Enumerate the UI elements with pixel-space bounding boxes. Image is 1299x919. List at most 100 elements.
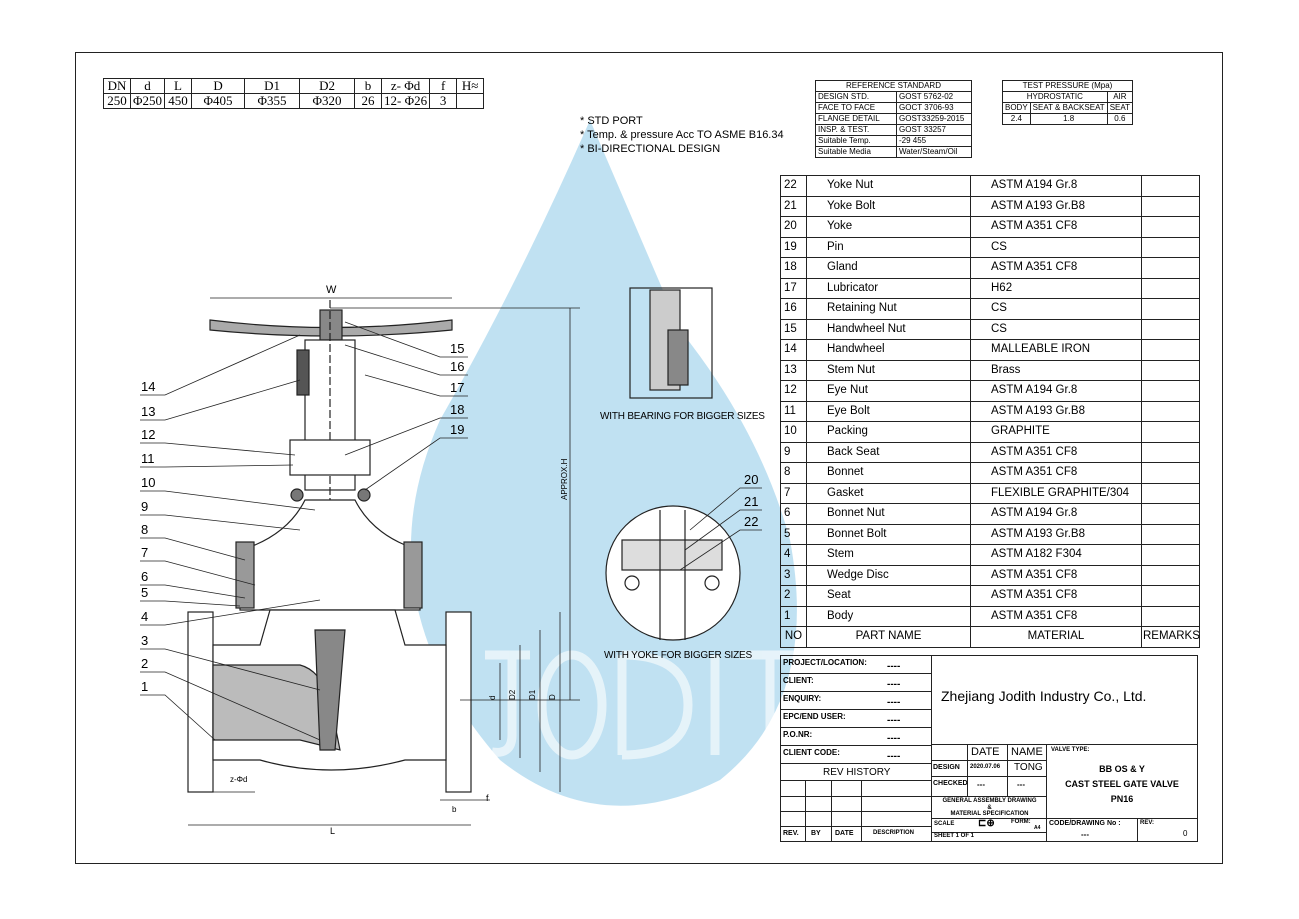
- part-name: Bonnet Nut: [806, 503, 971, 525]
- dim-label-b: b: [452, 805, 457, 814]
- title-field-label: EPC/END USER:: [783, 712, 846, 721]
- callout-6: 6: [141, 569, 149, 584]
- reference-standard-table: REFERENCE STANDARD DESIGN STD.GOST 5762-…: [815, 80, 972, 158]
- part-material: ASTM A193 Gr.B8: [970, 195, 1142, 217]
- dim-label-h: APPROX.H: [560, 458, 569, 500]
- note: * STD PORT: [580, 115, 643, 127]
- callout-1: 1: [141, 679, 149, 694]
- callout-16: 16: [450, 359, 465, 374]
- design-label: DESIGN: [933, 764, 960, 771]
- part-material: ASTM A351 CF8: [970, 605, 1142, 627]
- sheet-label: SHEET 1 OF 1: [934, 833, 975, 839]
- rev-value: 0: [1183, 829, 1188, 838]
- part-material: ASTM A351 CF8: [970, 585, 1142, 607]
- title-field-value: ----: [887, 751, 901, 762]
- checked-label: CHECKED: [933, 780, 968, 787]
- callout-18: 18: [450, 402, 465, 417]
- callout-7: 7: [141, 545, 149, 560]
- part-no: 17: [780, 277, 807, 299]
- callout-5: 5: [141, 585, 149, 600]
- bearing-detail: [629, 287, 713, 399]
- checked-date: ---: [977, 780, 985, 789]
- drawing-frame: [75, 52, 1223, 864]
- dimension-lines: [188, 297, 580, 826]
- dim-label-f: f: [486, 793, 489, 803]
- drawing-description: GENERAL ASSEMBLY DRAWING&MATERIAL SPECIF…: [942, 798, 1037, 817]
- callout-12: 12: [141, 427, 156, 442]
- caption-yoke: WITH YOKE FOR BIGGER SIZES: [604, 650, 752, 661]
- dim-label-d1: D1: [528, 689, 537, 700]
- dim-value: 26: [354, 93, 383, 109]
- dim-value: Φ405: [191, 93, 246, 109]
- design-date: 2020.07.06: [970, 764, 1001, 770]
- dim-label-w: W: [326, 284, 337, 296]
- projection-symbol-icon: ⊏⊕: [978, 818, 995, 829]
- callout-9: 9: [141, 499, 149, 514]
- date-col: DATE: [835, 830, 854, 837]
- date-label: DATE: [971, 746, 1000, 758]
- callout-19: 19: [450, 422, 465, 437]
- dim-value: 250: [103, 93, 131, 109]
- air-seat-pressure: 0.6: [1106, 113, 1134, 125]
- dim-value: Φ250: [129, 93, 166, 109]
- callout-17: 17: [450, 380, 465, 395]
- callout-22: 22: [744, 514, 759, 529]
- part-material: ASTM A193 Gr.B8: [970, 523, 1142, 545]
- part-no: 18: [780, 257, 807, 279]
- yoke-stem: [289, 300, 371, 690]
- callout-11: 11: [141, 451, 155, 466]
- title-field-value: ----: [887, 661, 901, 672]
- rev-col: REV.: [783, 830, 799, 837]
- title-field-value: ----: [887, 733, 901, 744]
- caption-bearing: WITH BEARING FOR BIGGER SIZES: [600, 411, 765, 422]
- note: * Temp. & pressure Acc TO ASME B16.34: [580, 129, 784, 141]
- reference-row: Suitable Temp.-29 455: [815, 135, 972, 147]
- callout-14: 14: [141, 379, 156, 394]
- by-col: BY: [811, 830, 821, 837]
- part-name: Handwheel: [806, 339, 971, 361]
- callout-3: 3: [141, 633, 149, 648]
- callout-2: 2: [141, 656, 149, 671]
- scale-label: SCALE: [934, 821, 955, 827]
- title-block: PROJECT/LOCATION: ---- CLIENT: ---- ENQU…: [780, 655, 1198, 842]
- code-label: CODE/DRAWING No :: [1049, 820, 1121, 827]
- reference-row: DESIGN STD.GOST 5762-02: [815, 91, 972, 103]
- dim-label-zd: z-Φd: [230, 775, 248, 784]
- valve-type-label: VALVE TYPE:: [1051, 747, 1090, 753]
- dim-label-d: d: [488, 695, 497, 700]
- part-material: ASTM A194 Gr.8: [970, 175, 1142, 197]
- leader-lines: [140, 321, 762, 741]
- dim-label-d2: D2: [508, 689, 517, 700]
- callout-8: 8: [141, 522, 149, 537]
- part-name: Eye Bolt: [806, 400, 971, 422]
- code-value: ---: [1081, 830, 1089, 839]
- dim-value: [456, 93, 485, 109]
- dim-value: 3: [429, 93, 458, 109]
- yoke-detail: [605, 505, 741, 641]
- title-field-label: PROJECT/LOCATION:: [783, 658, 867, 667]
- watermark-logo-letters: [485, 650, 800, 760]
- callout-21: 21: [744, 494, 759, 509]
- title-field-value: ----: [887, 715, 901, 726]
- notes: * STD PORT * Temp. & pressure Acc TO ASM…: [580, 114, 784, 156]
- bonnet: [235, 499, 423, 611]
- rev-history-label: REV HISTORY: [823, 767, 891, 778]
- dim-label-dd: D: [548, 694, 557, 700]
- title-field-label: CLIENT:: [783, 676, 814, 685]
- dim-label-l: L: [330, 826, 336, 836]
- form-label: FORM:: [1011, 819, 1031, 825]
